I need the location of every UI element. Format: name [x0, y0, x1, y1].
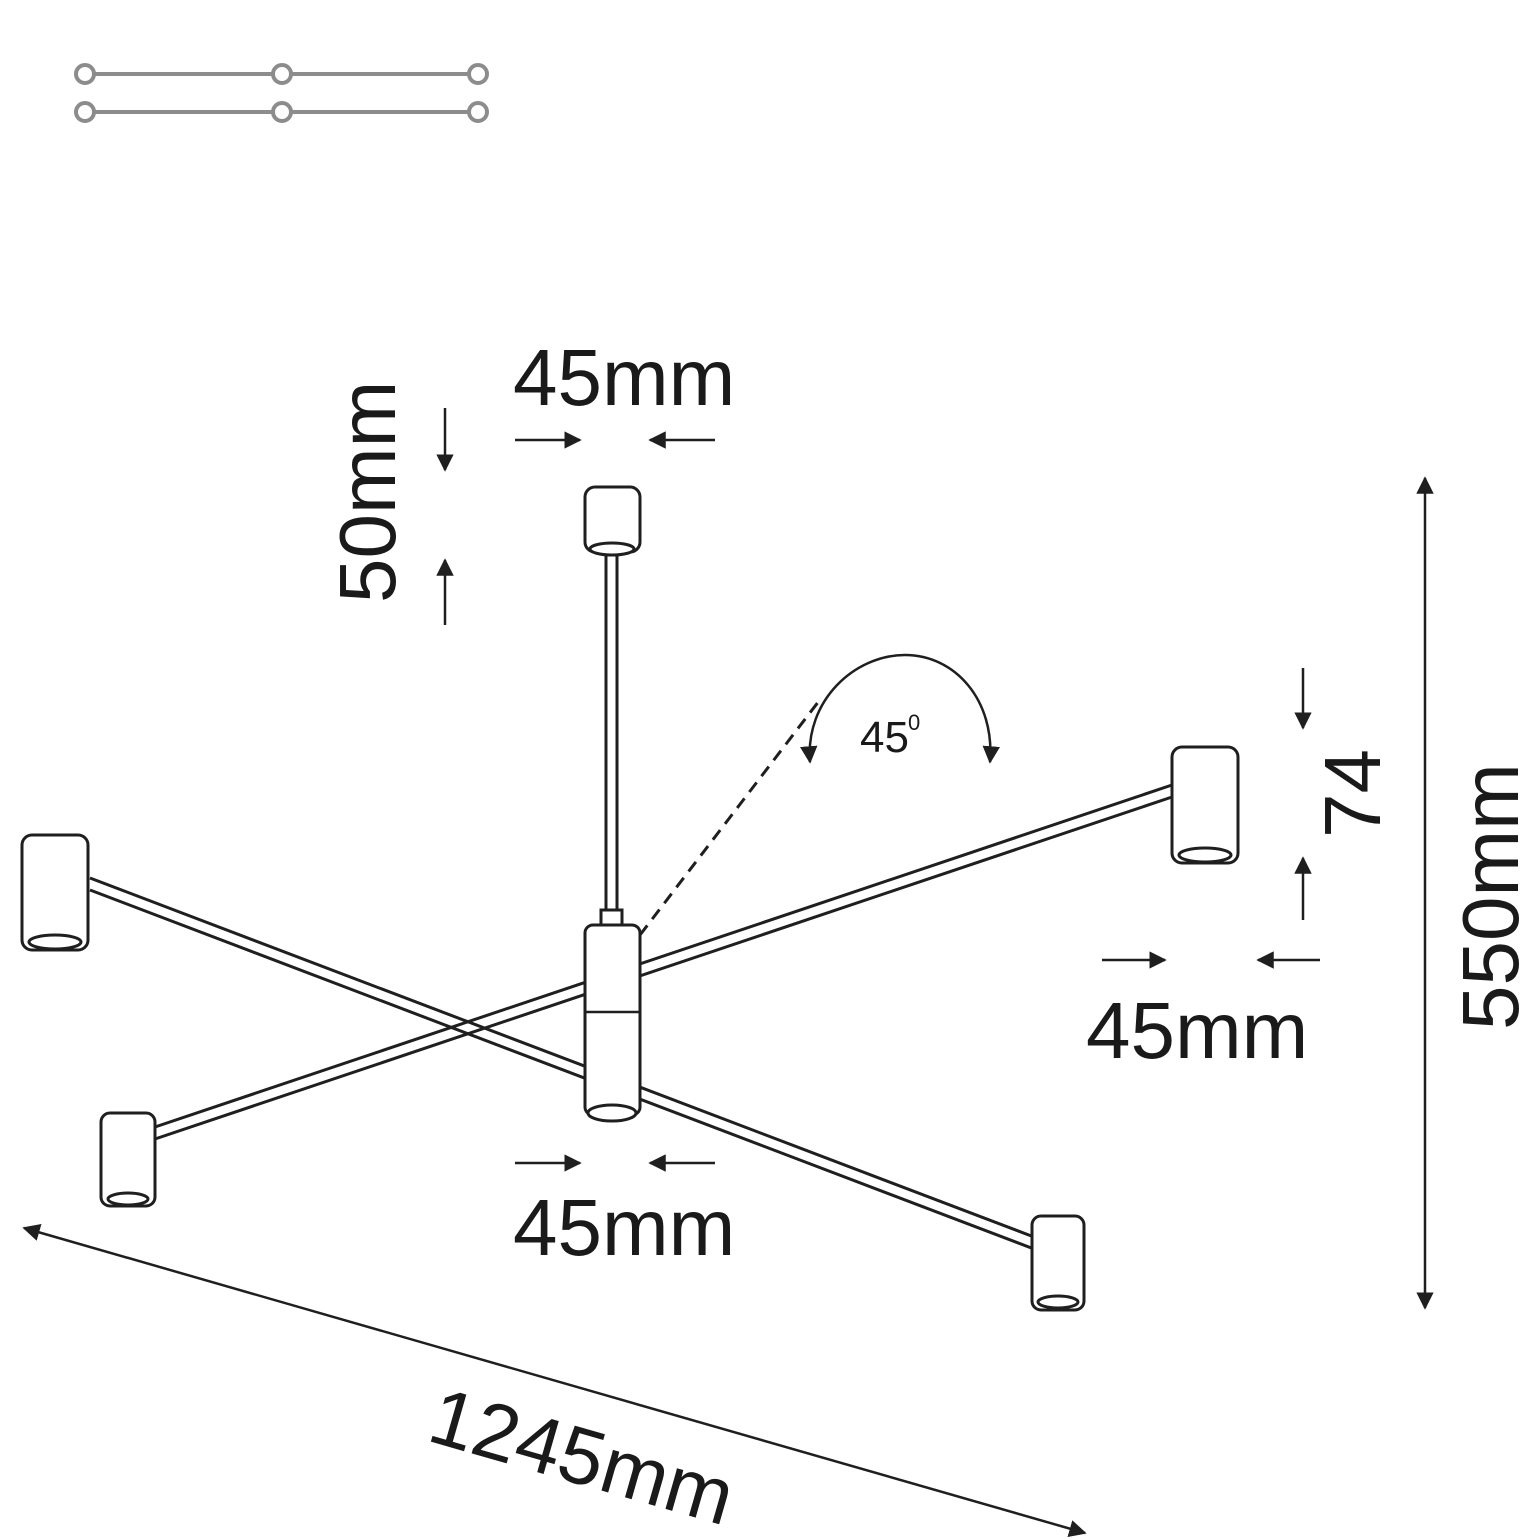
total-height-dimension: 550mm: [1416, 476, 1535, 1310]
arm-left-up-to-right: [151, 783, 1173, 1130]
shade-top-left: [20, 833, 90, 952]
arm-left-to-right-down: [89, 876, 1035, 1239]
total-span-label: 1245mm: [420, 1371, 744, 1540]
angle-guide-dashed: [638, 696, 824, 936]
canopy-height-label: 50mm: [323, 381, 412, 603]
canopy-width-label: 45mm: [513, 333, 735, 422]
shade-height-label: 74: [1308, 749, 1397, 838]
shade-top-right: [1170, 745, 1240, 865]
shade-bottom-left: [99, 1111, 157, 1208]
center-width-label: 45mm: [513, 1183, 735, 1272]
angle-unit: 0: [908, 710, 920, 735]
rotation-angle-indicator: 45 0: [638, 653, 1000, 936]
ceiling-canopy: [583, 485, 642, 557]
canopy-width-dimension: 45mm: [513, 333, 735, 449]
total-span-dimension: 1245mm: [22, 1223, 1087, 1540]
center-hub: [583, 908, 642, 1123]
rail-legend-icon: [74, 63, 489, 123]
angle-value: 45: [860, 713, 909, 762]
shade-bottom-right: [1030, 1214, 1086, 1312]
total-height-label: 550mm: [1446, 763, 1535, 1030]
shade-width-label: 45mm: [1086, 986, 1308, 1075]
center-width-dimension: 45mm: [513, 1154, 735, 1272]
chandelier-drawing: [20, 485, 1240, 1312]
shade-height-dimension: 74: [1294, 668, 1397, 920]
shade-width-dimension: 45mm: [1086, 951, 1320, 1075]
angle-arc-arrow: [800, 653, 1000, 764]
canopy-height-dimension: 50mm: [323, 381, 454, 625]
